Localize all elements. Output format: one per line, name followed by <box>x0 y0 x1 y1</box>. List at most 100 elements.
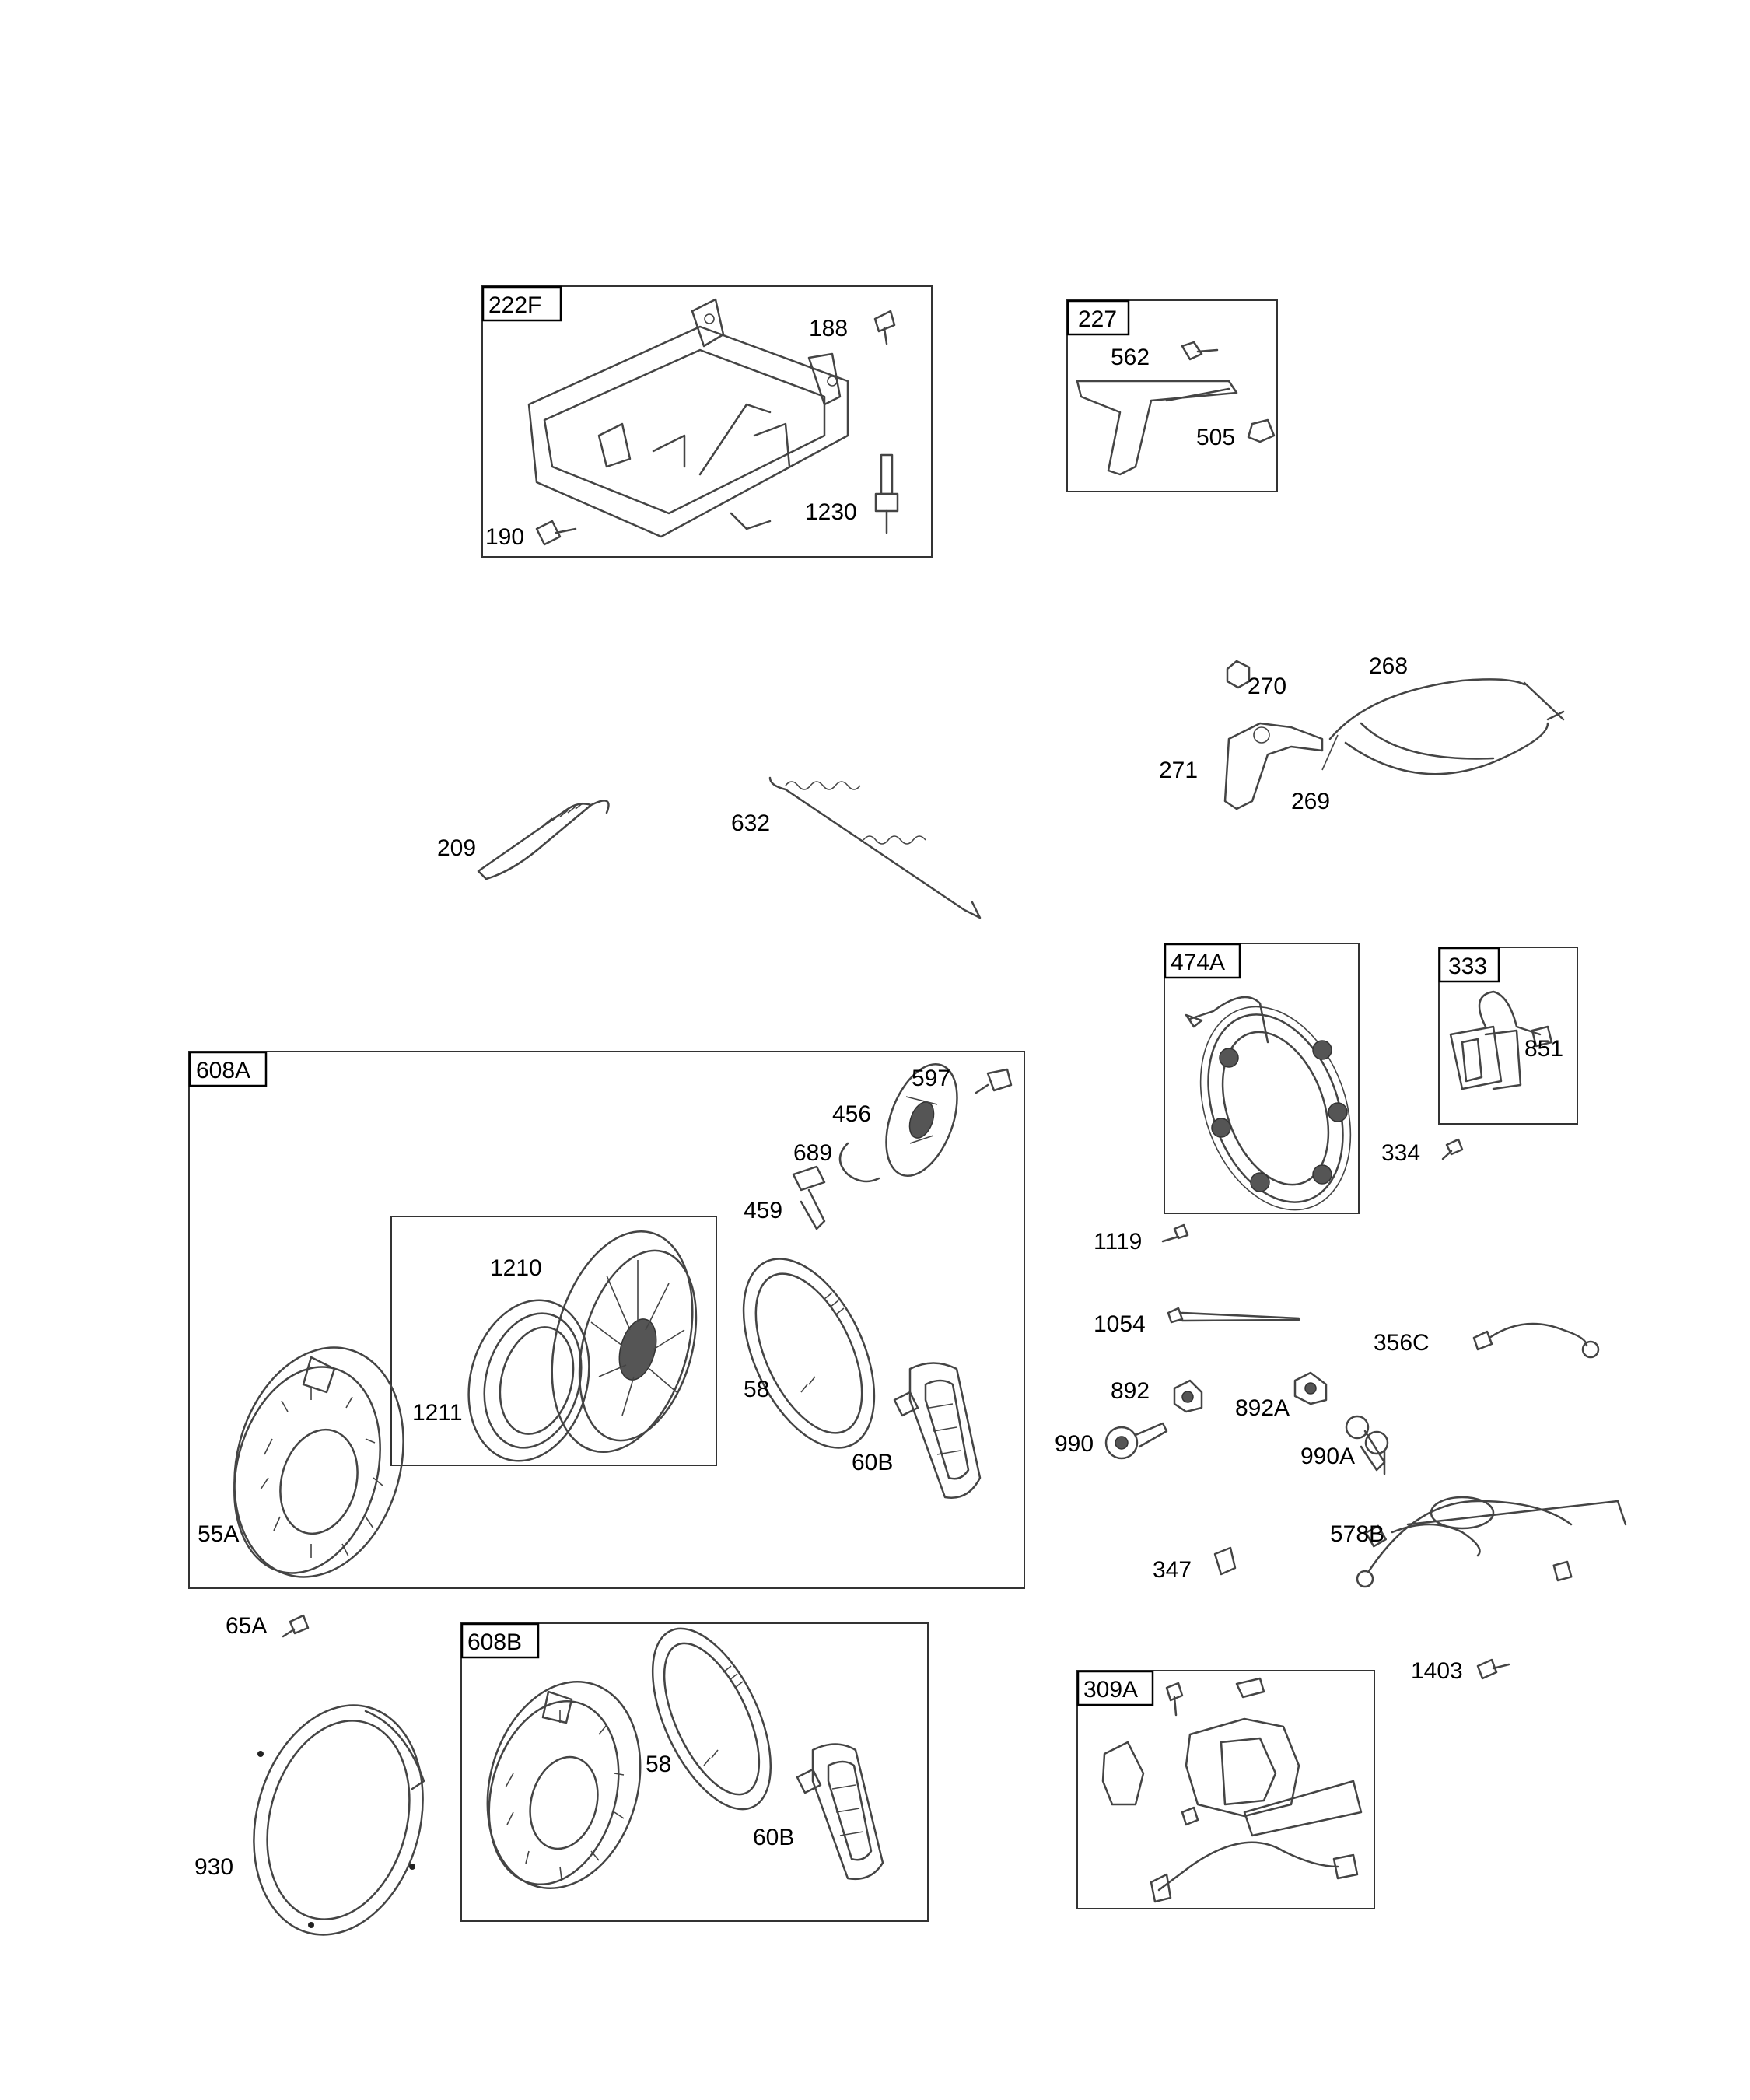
part-label-930: 930 <box>194 1854 233 1880</box>
group-333-frame <box>1438 947 1578 1125</box>
group-222F-frame <box>481 285 933 558</box>
part-label-597: 597 <box>912 1066 950 1091</box>
group-309A: 309A <box>1076 1670 1375 1909</box>
link-632: 632 <box>731 776 982 919</box>
cable-268-drawing <box>1328 678 1565 775</box>
group-608A-tag-box <box>188 1051 268 1087</box>
clip-689-drawing <box>838 1142 880 1183</box>
bolt-1403: 1403 <box>1411 1658 1510 1684</box>
part-label-270: 270 <box>1248 674 1286 699</box>
group-608A: 608A <box>188 1051 1025 1589</box>
part-label-55A: 55A <box>198 1521 239 1547</box>
switch-892: 892 <box>1111 1378 1203 1413</box>
bolt-188-drawing <box>873 310 896 345</box>
part-label-990: 990 <box>1055 1431 1094 1457</box>
part-label-268: 268 <box>1369 653 1408 679</box>
group-608B-tag-box <box>460 1622 540 1659</box>
key-switch-990: 990 <box>1055 1422 1168 1460</box>
key-990A: 990A <box>1300 1415 1389 1475</box>
group-222F-tag-box <box>481 285 562 322</box>
group-333: 333 851 <box>1438 947 1578 1125</box>
harness-578B: 578B <box>1330 1496 1627 1588</box>
group-474A: 474A <box>1164 943 1360 1214</box>
throttle-cable-assembly: 270 268 271 269 <box>1159 653 1565 814</box>
handle-60B-drawing <box>893 1362 982 1499</box>
housing-608B-drawing <box>486 1681 642 1889</box>
part-label-632: 632 <box>731 810 770 836</box>
pulley-1210-drawing <box>551 1230 698 1454</box>
part-label-60B-608B: 60B <box>753 1825 794 1850</box>
part-label-851: 851 <box>1524 1036 1563 1062</box>
alternator-474A-drawing <box>1185 996 1352 1211</box>
housing-55A-drawing <box>233 1346 404 1578</box>
switch-892A: 892A <box>1235 1371 1328 1421</box>
part-label-188: 188 <box>809 316 848 341</box>
group-333-tag-box <box>1438 947 1500 983</box>
block-347: 347 <box>1153 1546 1237 1583</box>
part-label-1211: 1211 <box>412 1400 463 1426</box>
part-label-347: 347 <box>1153 1557 1192 1583</box>
group-608A-inner-frame <box>390 1216 717 1466</box>
stud-1230-drawing <box>874 453 899 534</box>
group-227-tag-box <box>1066 299 1130 336</box>
group-608A-frame <box>188 1051 1025 1589</box>
group-227-frame <box>1066 299 1278 492</box>
lever-271-drawing <box>1223 722 1324 810</box>
part-label-689: 689 <box>793 1140 832 1166</box>
part-label-1054: 1054 <box>1094 1311 1146 1337</box>
group-309A-tag: 309A <box>1083 1677 1138 1703</box>
part-label-578B: 578B <box>1330 1521 1384 1547</box>
part-label-65A: 65A <box>226 1613 267 1639</box>
group-608B: 608B 58 60B <box>460 1622 929 1922</box>
group-333-tag: 333 <box>1448 954 1487 979</box>
part-label-562: 562 <box>1111 345 1150 370</box>
screw-597-drawing <box>975 1068 1013 1094</box>
part-label-1403: 1403 <box>1411 1658 1463 1684</box>
part-label-892: 892 <box>1111 1378 1150 1404</box>
wire-356C: 356C <box>1374 1322 1600 1359</box>
part-label-356C: 356C <box>1374 1330 1430 1356</box>
part-label-1230: 1230 <box>805 499 857 525</box>
screw-1119: 1119 <box>1094 1223 1189 1255</box>
group-474A-tag-box <box>1164 943 1241 979</box>
group-222F: 222F 188 190 1230 <box>481 285 933 558</box>
shroud-930: 930 <box>194 1704 425 1936</box>
pawl-459-drawing <box>792 1165 826 1230</box>
part-label-505: 505 <box>1196 425 1235 450</box>
group-608A-tag: 608A <box>196 1058 250 1083</box>
part-label-990A: 990A <box>1300 1444 1355 1469</box>
screw-334: 334 <box>1381 1138 1464 1166</box>
part-label-60B-608A: 60B <box>852 1450 893 1475</box>
armature-333-drawing <box>1449 990 1553 1090</box>
cable-tie-1054: 1054 <box>1094 1307 1300 1337</box>
screw-65A: 65A <box>226 1613 310 1639</box>
group-608B-frame <box>460 1622 929 1922</box>
part-label-892A: 892A <box>1235 1395 1290 1421</box>
group-309A-frame <box>1076 1670 1375 1909</box>
group-222F-tag: 222F <box>488 292 541 318</box>
group-227-tag: 227 <box>1078 306 1117 332</box>
part-label-1119: 1119 <box>1094 1229 1142 1255</box>
starter-motor-309A-drawing <box>1101 1677 1363 1903</box>
part-label-334: 334 <box>1381 1140 1420 1166</box>
spring-209: 209 <box>437 800 610 880</box>
spring-1211-drawing <box>467 1299 590 1462</box>
base-plate-drawing <box>527 298 849 538</box>
group-309A-tag-box <box>1076 1670 1154 1706</box>
cam-456-drawing <box>885 1062 958 1178</box>
part-label-456: 456 <box>832 1101 871 1127</box>
part-label-269: 269 <box>1291 789 1330 814</box>
spring-58-drawing <box>742 1258 876 1449</box>
group-608B-tag: 608B <box>467 1629 522 1655</box>
group-474A-frame <box>1164 943 1360 1214</box>
group-227: 227 562 505 <box>1066 299 1278 492</box>
bolt-190-drawing <box>535 520 577 546</box>
bracket-227-drawing <box>1076 341 1276 476</box>
part-label-1210: 1210 <box>490 1255 542 1281</box>
spring-58-608B-drawing <box>651 1627 772 1811</box>
part-label-58-608A: 58 <box>744 1377 769 1402</box>
part-label-190: 190 <box>485 524 524 550</box>
part-label-58-608B: 58 <box>646 1752 671 1777</box>
group-474A-tag: 474A <box>1171 950 1225 975</box>
